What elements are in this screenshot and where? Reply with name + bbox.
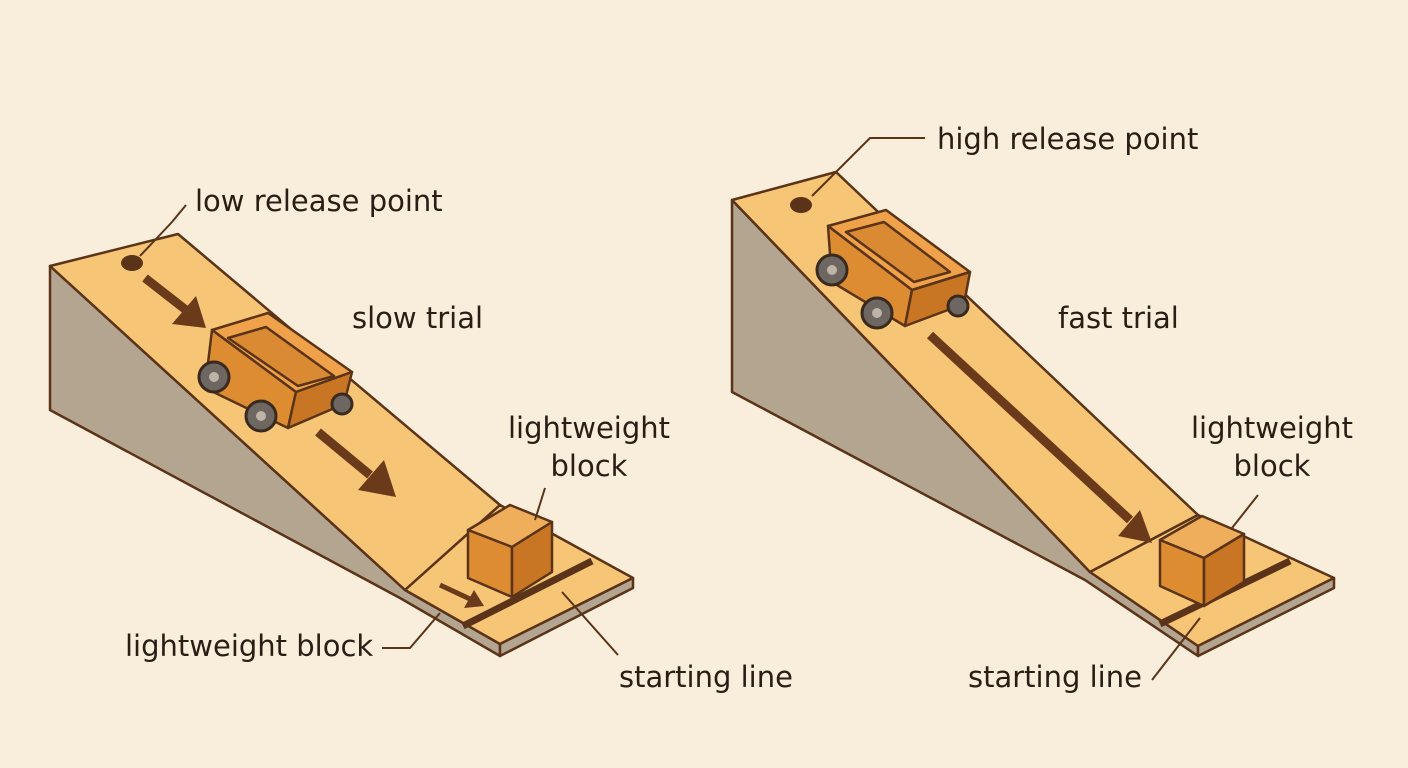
- right-release-leader: [811, 137, 925, 197]
- left-block-label-line1: lightweight: [508, 411, 670, 445]
- right-ramp-base-edge: [1196, 576, 1336, 658]
- right-release-point-icon: [790, 197, 812, 213]
- left-block-lower-leader: [382, 612, 441, 649]
- left-block-upper-leader: [534, 487, 546, 521]
- block-side: [510, 520, 554, 599]
- right-block-icon: [1158, 514, 1246, 608]
- left-release-leader: [139, 204, 187, 257]
- left-ramp-base-edge: [498, 576, 635, 658]
- left-release-point-icon: [121, 255, 143, 271]
- left-start-leader: [561, 591, 619, 656]
- right-trial-label: fast trial: [1058, 301, 1179, 335]
- cart-interior: [226, 325, 336, 388]
- left-starting-line-mark: [461, 557, 594, 630]
- arrow-icon: [926, 331, 1152, 543]
- left-block-icon: [466, 503, 554, 599]
- right-block-label-line1: lightweight: [1191, 411, 1353, 445]
- left-start-label: starting line: [619, 660, 793, 694]
- arrow-icon: [438, 582, 484, 608]
- right-start-label: starting line: [968, 660, 1142, 694]
- wheel-icon: [946, 294, 970, 318]
- left-arrows: [142, 274, 484, 608]
- cart-interior: [844, 220, 952, 284]
- arrow-icon: [315, 428, 396, 497]
- right-cart-icon: [815, 208, 972, 330]
- left-block-lower-label: lightweight block: [125, 629, 373, 663]
- right-start-leader: [1151, 617, 1201, 681]
- right-block-label-line2: block: [1234, 449, 1311, 483]
- left-block-label-line2: block: [551, 449, 628, 483]
- arrow-icon: [142, 274, 206, 328]
- left-ramp: [48, 232, 635, 658]
- left-trial-label: slow trial: [352, 301, 483, 335]
- right-block-leader: [1231, 494, 1259, 529]
- left-release-label: low release point: [195, 184, 443, 218]
- wheel-icon: [330, 392, 354, 416]
- left-cart-icon: [197, 311, 354, 433]
- block-side: [1202, 532, 1246, 608]
- right-release-label: high release point: [937, 122, 1198, 156]
